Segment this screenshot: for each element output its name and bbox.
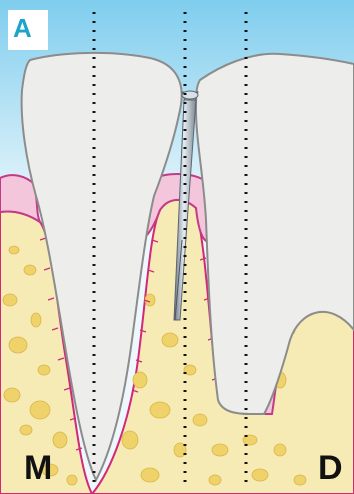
panel-label: A	[13, 12, 32, 44]
distal-label: D	[318, 448, 343, 488]
mesial-label: M	[24, 448, 52, 488]
